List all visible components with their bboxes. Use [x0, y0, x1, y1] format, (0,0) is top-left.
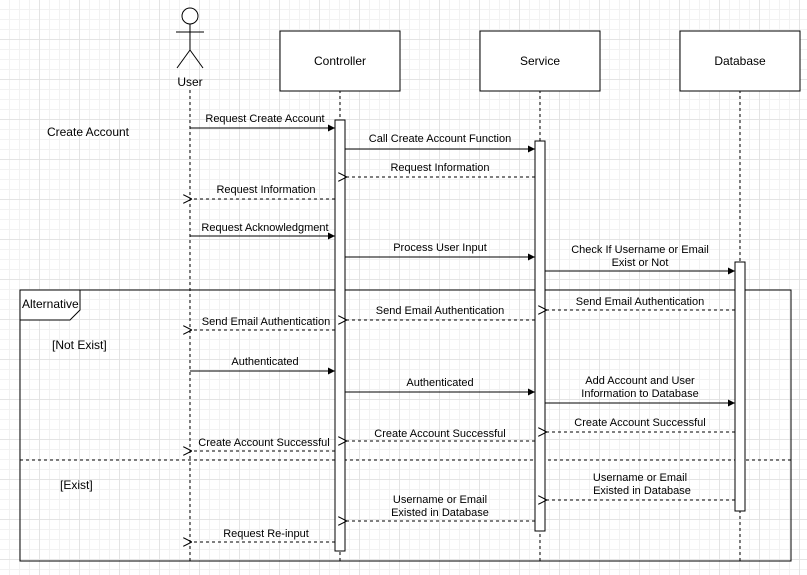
message-label: Create Account Successful — [574, 417, 705, 429]
message-label: Send Email Authentication — [202, 316, 330, 328]
message-label: Request Information — [390, 162, 489, 174]
message-label: Exist or Not — [612, 257, 669, 269]
message-label: Existed in Database — [391, 507, 489, 519]
message-label: Process User Input — [393, 242, 487, 254]
message-label: Add Account and User — [585, 375, 695, 387]
message-label: Create Account Successful — [198, 437, 329, 449]
message-label: Call Create Account Function — [369, 133, 511, 145]
user-actor-label: User — [177, 75, 202, 89]
message-labels: Request Create Account Call Create Accou… — [198, 113, 709, 540]
service-activation — [534, 140, 546, 532]
message-label: Existed in Database — [593, 485, 691, 497]
service-participant: Service — [479, 30, 601, 92]
user-actor-head — [181, 7, 199, 25]
message-label: Username or Email — [393, 494, 487, 506]
message-label: Username or Email — [593, 472, 687, 484]
database-participant: Database — [679, 30, 801, 92]
fragment-frame — [19, 289, 792, 562]
database-activation — [734, 261, 746, 512]
alternative-fragment: Alternative [Not Exist] [Exist] — [19, 289, 792, 562]
guard-exist: [Exist] — [60, 478, 93, 492]
guard-not-exist: [Not Exist] — [52, 338, 107, 352]
create-account-note: Create Account — [47, 125, 130, 139]
message-label: Check If Username or Email — [571, 244, 709, 256]
message-label: Authenticated — [231, 356, 298, 368]
message-label: Request Create Account — [205, 113, 324, 125]
fragment-label-box — [19, 289, 81, 321]
message-label: Send Email Authentication — [576, 296, 704, 308]
activation-bars — [334, 119, 746, 552]
message-label: Request Acknowledgment — [201, 222, 328, 234]
fragment-label: Alternative — [22, 297, 79, 311]
database-label: Database — [714, 54, 766, 68]
message-label: Authenticated — [406, 377, 473, 389]
message-label: Request Re-input — [223, 528, 309, 540]
service-label: Service — [520, 54, 560, 68]
controller-activation — [334, 119, 346, 552]
messages — [190, 124, 735, 542]
message-label: Send Email Authentication — [376, 305, 504, 317]
controller-participant: Controller — [279, 30, 401, 92]
user-actor — [176, 7, 204, 69]
message-label: Information to Database — [581, 388, 698, 400]
message-label: Create Account Successful — [374, 428, 505, 440]
controller-label: Controller — [314, 54, 366, 68]
message-label: Request Information — [216, 184, 315, 196]
